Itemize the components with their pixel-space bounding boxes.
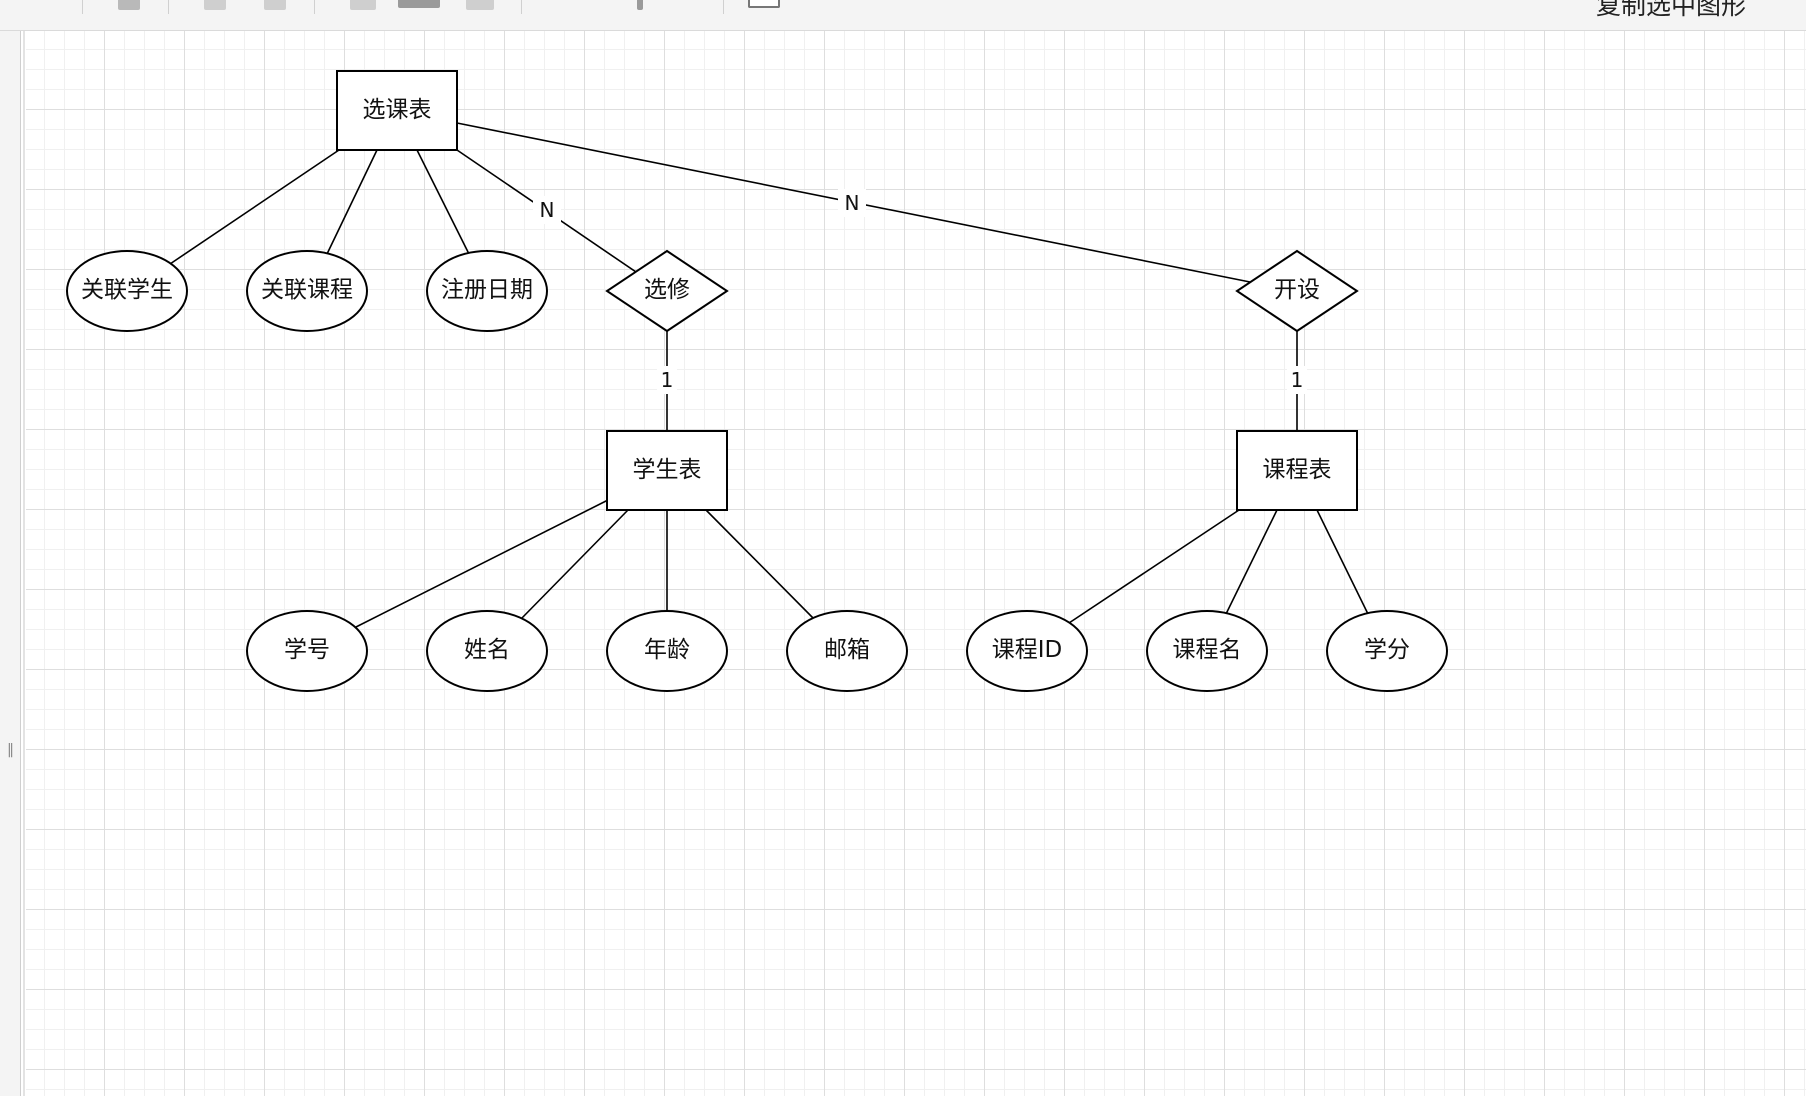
cardinality-label: N [845, 191, 860, 215]
edge-kechengbiao-xuefen[interactable] [1316, 509, 1369, 615]
edge-kechengbiao-kecheng-id[interactable] [1068, 509, 1240, 624]
entity-xueshengbiao[interactable]: 学生表 [606, 430, 728, 511]
attribute-guanlian-xuesheng[interactable]: 关联学生 [66, 250, 188, 332]
attribute-xingming[interactable]: 姓名 [426, 610, 548, 692]
attribute-youxiang[interactable]: 邮箱 [786, 610, 908, 692]
attribute-label: 邮箱 [824, 637, 870, 663]
attribute-label: 年龄 [644, 637, 690, 663]
edge-xueshengbiao-xingming[interactable] [519, 509, 629, 621]
entity-xuankebiao[interactable]: 选课表 [336, 70, 458, 151]
attribute-zhuce-riqi[interactable]: 注册日期 [426, 250, 548, 332]
entity-kechengbiao[interactable]: 课程表 [1236, 430, 1358, 511]
toolbar-separator [521, 0, 522, 14]
attribute-xuefen[interactable]: 学分 [1326, 610, 1448, 692]
edge-xueshengbiao-youxiang[interactable] [705, 509, 816, 621]
cardinality-label: 1 [1291, 368, 1304, 392]
to-back-icon[interactable] [264, 0, 286, 10]
relationship-xuanxiu[interactable]: 选修 [605, 249, 729, 333]
entity-label: 选课表 [363, 97, 432, 123]
relationship-label: 选修 [644, 277, 690, 303]
attribute-edges [169, 149, 1369, 629]
entity-label: 学生表 [633, 457, 702, 483]
attribute-kecheng-ming[interactable]: 课程名 [1146, 610, 1268, 692]
toolbar-separator [168, 0, 169, 14]
cardinality-bg [533, 196, 561, 224]
attribute-label: 姓名 [464, 637, 510, 663]
line-color-icon[interactable] [398, 0, 440, 8]
attribute-kecheng-id[interactable]: 课程ID [966, 610, 1088, 692]
relationship-edges: N N 1 1 [456, 122, 1307, 431]
relationship-label: 开设 [1274, 277, 1320, 303]
cardinality-label: N [540, 198, 555, 222]
edge-kechengbiao-kecheng-ming[interactable] [1225, 509, 1278, 615]
toolbar-separator [723, 0, 724, 14]
cardinality-bg [657, 366, 677, 394]
attribute-label: 学分 [1364, 637, 1410, 663]
attribute-label: 注册日期 [441, 277, 533, 303]
cardinality-label: 1 [661, 368, 674, 392]
attribute-guanlian-kecheng[interactable]: 关联课程 [246, 250, 368, 332]
panel-collapse-handle[interactable]: ‖ [7, 742, 14, 758]
edge-xuankebiao-guanlian-kecheng[interactable] [326, 149, 378, 255]
edge-xuankebiao-guanlian-xuesheng[interactable] [169, 149, 340, 265]
attribute-label: 课程ID [992, 637, 1063, 663]
waypoint-icon[interactable] [637, 0, 643, 10]
edge-xueshengbiao-xuehao[interactable] [353, 499, 609, 629]
toolbar-status-text: 复制选中图形 [1595, 0, 1746, 20]
attribute-label: 学号 [284, 637, 330, 663]
toolbar: 复制选中图形 [0, 0, 1806, 31]
toolbar-separator [82, 0, 83, 14]
cardinality-bg [838, 189, 866, 217]
entity-label: 课程表 [1263, 457, 1332, 483]
table-icon[interactable] [748, 0, 780, 8]
fill-color-icon[interactable] [350, 0, 376, 10]
attribute-label: 关联学生 [81, 277, 173, 303]
relationship-kaishe[interactable]: 开设 [1235, 249, 1359, 333]
attribute-label: 课程名 [1173, 637, 1242, 663]
drawing-canvas[interactable] [26, 31, 1806, 1096]
attribute-nianling[interactable]: 年龄 [606, 610, 728, 692]
delete-icon[interactable] [118, 0, 140, 10]
toolbar-separator [314, 0, 315, 14]
attribute-label: 关联课程 [261, 277, 353, 303]
shadow-icon[interactable] [466, 0, 494, 10]
edge-xuankebiao-zhuce-riqi[interactable] [416, 149, 470, 255]
to-front-icon[interactable] [204, 0, 226, 10]
cardinality-bg [1287, 366, 1307, 394]
attribute-xuehao[interactable]: 学号 [246, 610, 368, 692]
left-panel-strip: ‖ [0, 31, 25, 1096]
